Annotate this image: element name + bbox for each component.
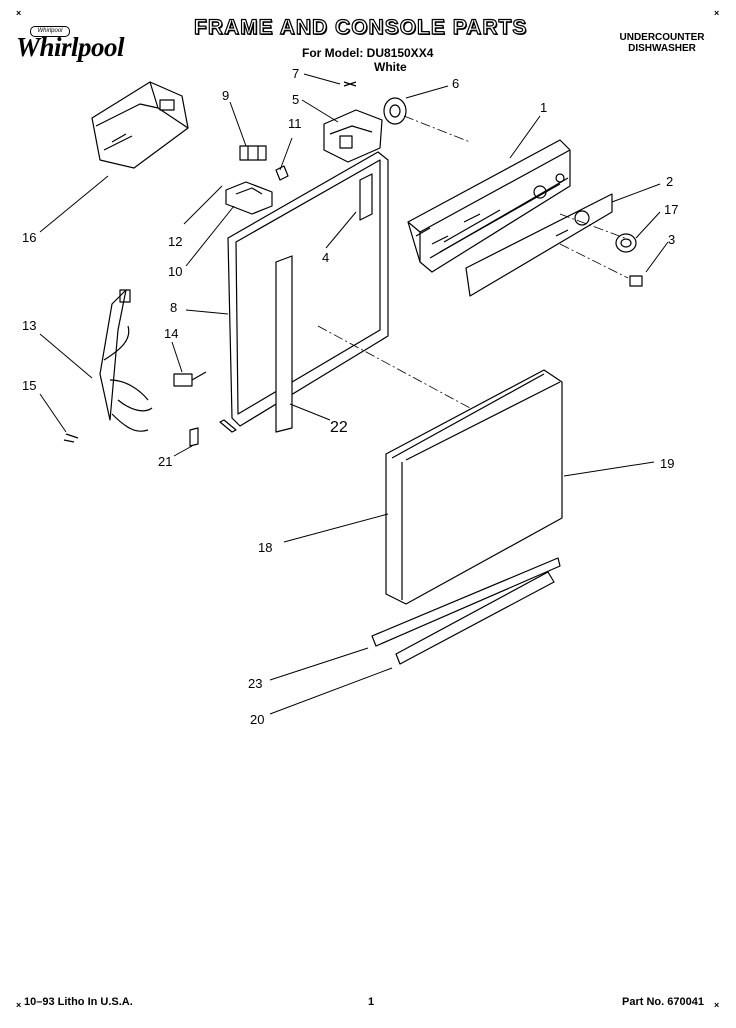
part-6-knob bbox=[383, 97, 407, 125]
page-title: FRAME AND CONSOLE PARTS bbox=[193, 15, 528, 39]
category-label: UNDERCOUNTER DISHWASHER bbox=[602, 32, 722, 54]
category-line-1: UNDERCOUNTER bbox=[619, 32, 705, 43]
part-23-rail bbox=[371, 557, 561, 647]
callout-5: 5 bbox=[292, 92, 299, 107]
category-line-2: DISHWASHER bbox=[628, 43, 696, 54]
part-7-screw bbox=[343, 81, 357, 87]
callout-8: 8 bbox=[170, 300, 177, 315]
part-19-door-panel bbox=[385, 369, 563, 605]
part-8-door-frame bbox=[219, 151, 389, 433]
leader-lines bbox=[39, 73, 669, 715]
footer-part-number: Part No. 670041 bbox=[622, 996, 704, 1008]
footer-litho: 10–93 Litho In U.S.A. bbox=[24, 996, 133, 1008]
model-line: For Model: DU8150XX4 bbox=[302, 46, 434, 60]
part-22-strip bbox=[275, 255, 293, 433]
callout-23: 23 bbox=[248, 676, 262, 691]
callout-20: 20 bbox=[250, 712, 264, 727]
callout-17: 17 bbox=[664, 202, 678, 217]
corner-mark-bottom-left: × bbox=[16, 1000, 22, 1010]
callout-6: 6 bbox=[452, 76, 459, 91]
callout-1: 1 bbox=[540, 100, 547, 115]
part-10-bracket bbox=[225, 181, 273, 215]
callout-15: 15 bbox=[22, 378, 36, 393]
color-line: White bbox=[374, 60, 407, 74]
callout-10: 10 bbox=[168, 264, 182, 279]
callout-7: 7 bbox=[292, 66, 299, 81]
callout-19: 19 bbox=[660, 456, 674, 471]
callout-9: 9 bbox=[222, 88, 229, 103]
part-11-clip bbox=[275, 165, 289, 181]
callout-4: 4 bbox=[322, 250, 329, 265]
part-17-knob bbox=[615, 233, 637, 253]
callout-2: 2 bbox=[666, 174, 673, 189]
part-16-end-cap bbox=[91, 81, 189, 169]
part-14-switch bbox=[173, 371, 207, 387]
callout-14: 14 bbox=[164, 326, 178, 341]
corner-mark-top-right: × bbox=[714, 8, 720, 18]
callout-22: 22 bbox=[330, 419, 348, 436]
logo-wordmark: Whirlpool bbox=[16, 32, 125, 62]
part-15-screw bbox=[63, 433, 79, 443]
corner-mark-bottom-right: × bbox=[714, 1000, 720, 1010]
callout-11: 11 bbox=[288, 116, 302, 131]
callout-12: 12 bbox=[168, 234, 182, 249]
callout-3: 3 bbox=[668, 232, 675, 247]
callout-18: 18 bbox=[258, 540, 272, 555]
part-13-wiring-harness bbox=[99, 289, 153, 432]
part-5-timer bbox=[323, 109, 383, 163]
callout-labels: 1 2 3 4 5 6 7 8 9 10 11 12 13 14 15 16 1… bbox=[22, 66, 678, 727]
footer-page-number: 1 bbox=[368, 996, 375, 1008]
part-2-trim bbox=[465, 193, 613, 297]
part-9-switch bbox=[239, 145, 267, 161]
part-1-console bbox=[407, 139, 571, 273]
part-3-button bbox=[629, 275, 643, 287]
part-21-clip bbox=[189, 427, 199, 447]
callout-21: 21 bbox=[158, 454, 172, 469]
logo-badge: Whirlpool bbox=[30, 26, 70, 37]
callout-13: 13 bbox=[22, 318, 36, 333]
part-20-rail bbox=[395, 571, 555, 665]
corner-mark-top-left: × bbox=[16, 8, 22, 18]
whirlpool-logo: Whirlpool Whirlpool bbox=[16, 26, 148, 66]
alignment-lines bbox=[317, 115, 631, 409]
callout-16: 16 bbox=[22, 230, 36, 245]
